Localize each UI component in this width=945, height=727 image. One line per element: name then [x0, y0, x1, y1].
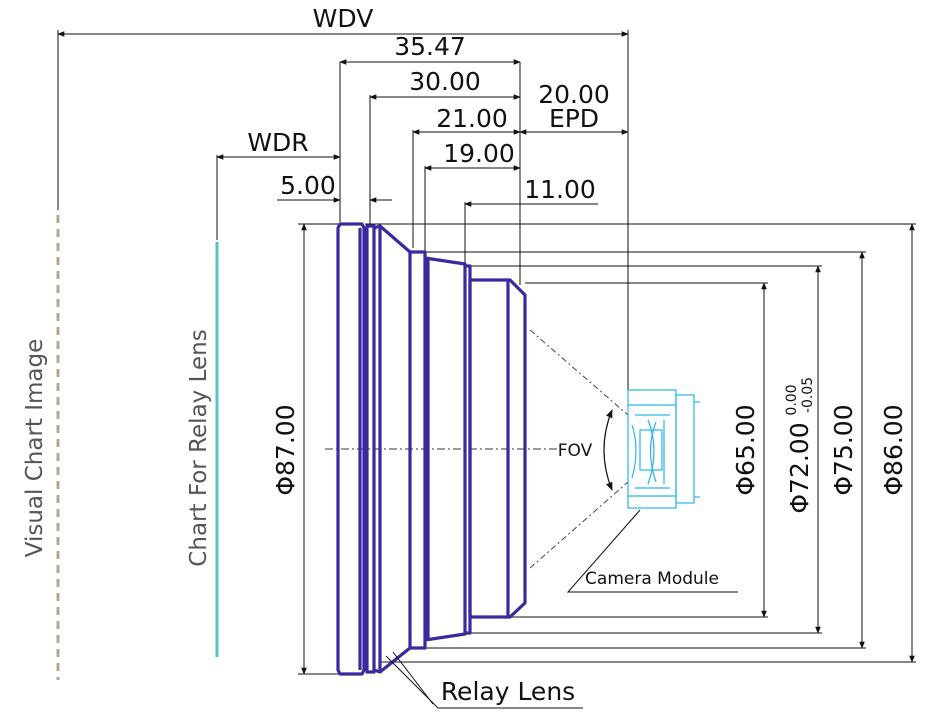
fov-label: FOV — [558, 441, 593, 461]
relay-lens-leader — [385, 655, 583, 709]
dim-35-47: 35.47 — [394, 32, 466, 61]
wdr-label: WDR — [247, 128, 308, 157]
dim-phi-72-tol-lower: -0.05 — [800, 377, 816, 413]
dim-phi-65: Φ65.00 — [731, 404, 760, 495]
visual-chart-label: Visual Chart Image — [22, 339, 48, 558]
right-extension-lines — [298, 223, 916, 675]
horizontal-dimension-lines — [57, 31, 629, 207]
fov-lines — [529, 329, 629, 569]
epd-label: EPD — [549, 104, 599, 133]
camera-module — [627, 389, 700, 509]
relay-chart-label: Chart For Relay Lens — [186, 329, 212, 566]
dim-phi-86: Φ86.00 — [879, 404, 908, 495]
relay-lens-label: Relay Lens — [441, 677, 575, 706]
dim-phi-75: Φ75.00 — [829, 404, 858, 495]
camera-module-label: Camera Module — [585, 569, 719, 589]
dim-phi-87: Φ87.00 — [271, 404, 300, 495]
wdv-label: WDV — [313, 4, 374, 33]
dim-phi-72-tol-upper: 0.00 — [784, 384, 800, 415]
relay-lens-body — [336, 222, 527, 676]
epd-value: 20.00 — [538, 80, 610, 109]
dim-30-00: 30.00 — [409, 67, 481, 96]
dim-phi-72: Φ72.00 — [785, 422, 814, 513]
dim-21-00: 21.00 — [436, 104, 508, 133]
dim-5-00: 5.00 — [280, 171, 336, 200]
dim-19-00: 19.00 — [443, 139, 515, 168]
camera-module-leader — [566, 509, 738, 593]
dim-11-00: 11.00 — [524, 175, 596, 204]
vertical-dimension-lines — [301, 223, 915, 675]
fov-arc — [603, 409, 613, 491]
relay-lens-leader-2 — [392, 651, 434, 705]
